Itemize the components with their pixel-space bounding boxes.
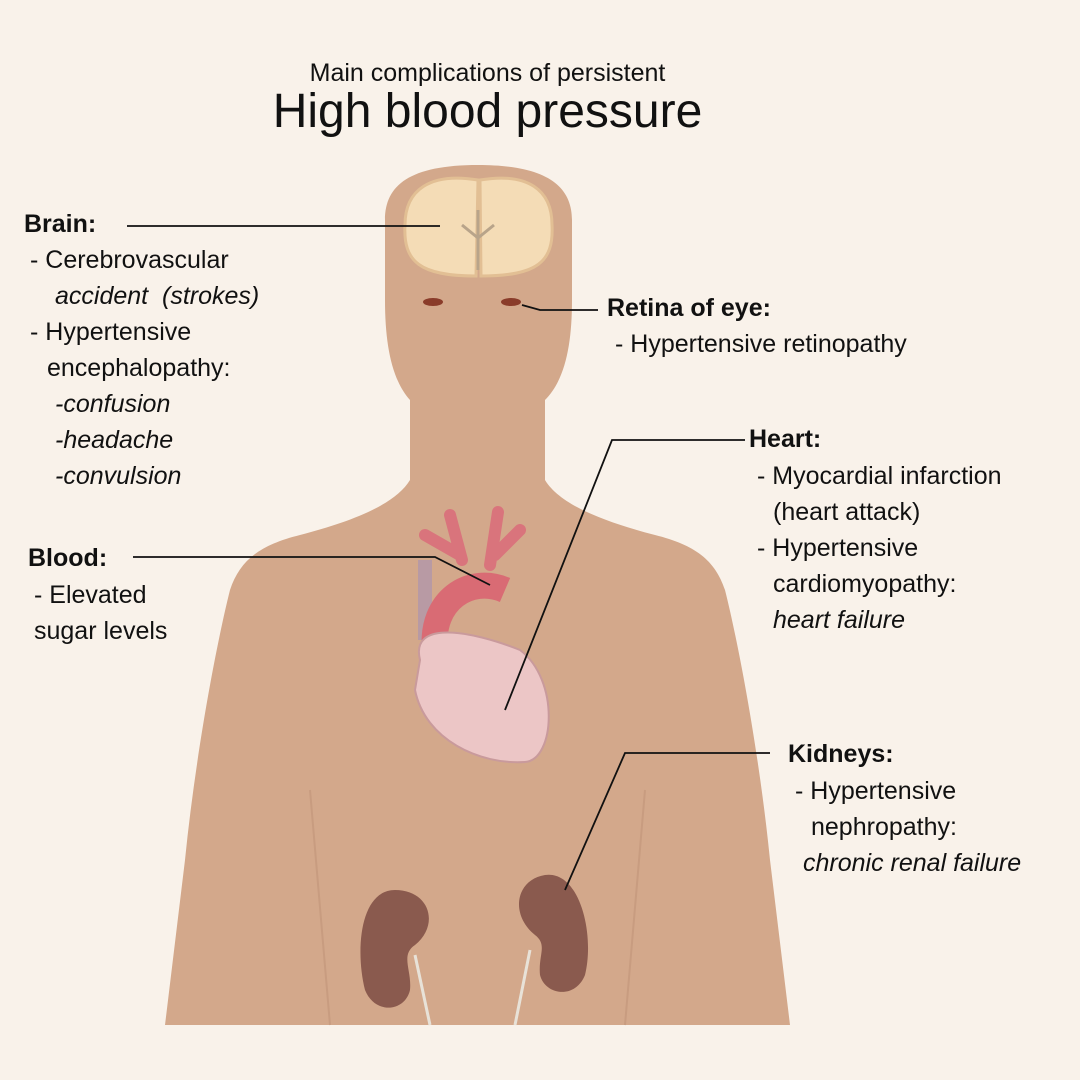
kidneys-item: nephropathy:	[811, 813, 957, 841]
brain-symptom: -headache	[55, 426, 174, 454]
right-eye	[501, 298, 521, 306]
left-eye	[423, 298, 443, 306]
blood-leader	[133, 556, 491, 586]
brain-item: - Hypertensive	[30, 318, 192, 346]
brain-item-text: accident	[55, 282, 149, 310]
retina-leader	[521, 304, 598, 311]
arm-gap-left	[309, 789, 331, 1026]
heart-item: heart failure	[773, 606, 906, 634]
kidneys-item: chronic renal failure	[803, 849, 1022, 877]
kidneys-heading: Kidneys:	[788, 740, 894, 768]
kidneys-illustration	[360, 874, 589, 1026]
brain-item: - Cerebrovascular	[30, 246, 229, 274]
retina-item: - Hypertensive retinopathy	[615, 330, 907, 358]
heart-item: - Myocardial infarction	[757, 462, 1002, 490]
heart-illustration	[413, 506, 550, 764]
heart-item: (heart attack)	[773, 498, 921, 526]
retina-heading: Retina of eye:	[607, 294, 771, 322]
leader-lines	[127, 225, 770, 891]
brain-symptom: -convulsion	[55, 462, 182, 490]
arm-gap-right	[624, 789, 646, 1026]
kidneys-leader	[564, 752, 770, 891]
blood-item: - Elevated	[34, 581, 147, 609]
blood-item: sugar levels	[34, 617, 168, 645]
blood-heading: Blood:	[28, 544, 108, 572]
brain-item-text: (strokes)	[162, 282, 260, 310]
kidneys-item: - Hypertensive	[795, 777, 957, 805]
heart-leader	[504, 439, 745, 711]
heart-heading: Heart:	[749, 425, 822, 453]
brain-heading: Brain:	[24, 210, 97, 238]
subtitle: Main complications of persistent	[309, 59, 666, 87]
page-title: High blood pressure	[272, 85, 703, 138]
brain-symptom: -confusion	[55, 390, 171, 418]
brain-item: accident (strokes)	[55, 278, 259, 314]
brain-illustration	[403, 176, 554, 278]
heart-item: cardiomyopathy:	[773, 570, 957, 598]
brain-item: encephalopathy:	[47, 354, 231, 382]
heart-item: - Hypertensive	[757, 534, 919, 562]
